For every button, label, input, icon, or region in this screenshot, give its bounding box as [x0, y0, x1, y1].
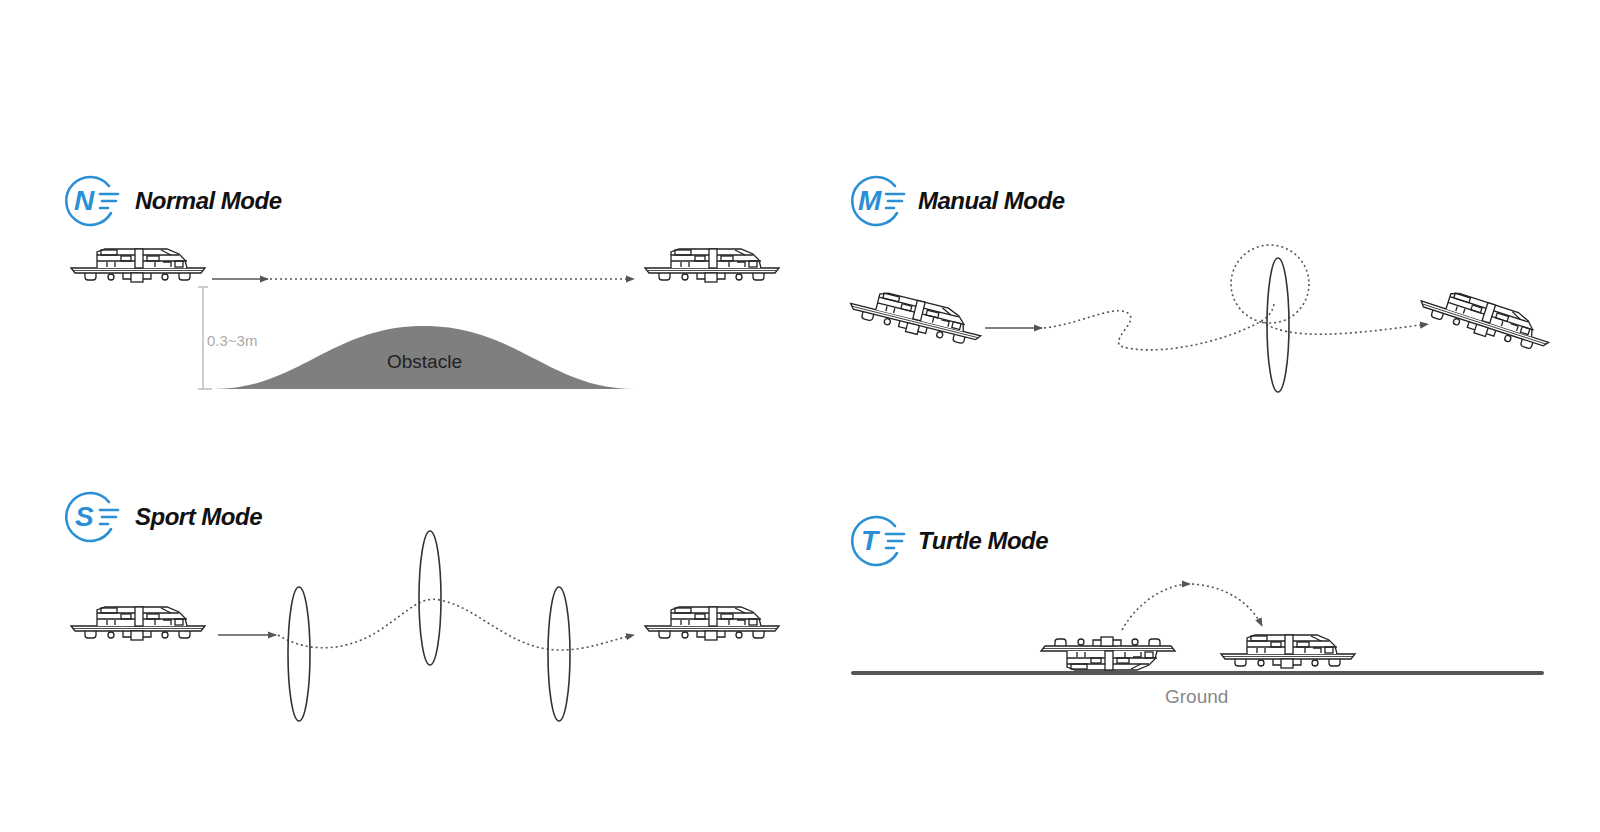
- obstacle-label: Obstacle: [387, 351, 462, 373]
- mode-icon-letter: S: [75, 502, 94, 533]
- mode-icon-letter: N: [74, 186, 94, 217]
- ground-label: Ground: [1165, 687, 1228, 708]
- mode-title: Manual Mode: [918, 188, 1065, 214]
- mode-icon-letter: T: [861, 526, 878, 557]
- obstacle-shape: Obstacle: [214, 322, 634, 389]
- mode-icon-letter: M: [858, 186, 881, 217]
- dimension-label: 0.3~3m: [207, 333, 257, 350]
- mode-title: Turtle Mode: [918, 528, 1048, 554]
- mode-title: Sport Mode: [135, 504, 262, 530]
- mode-title: Normal Mode: [135, 188, 282, 214]
